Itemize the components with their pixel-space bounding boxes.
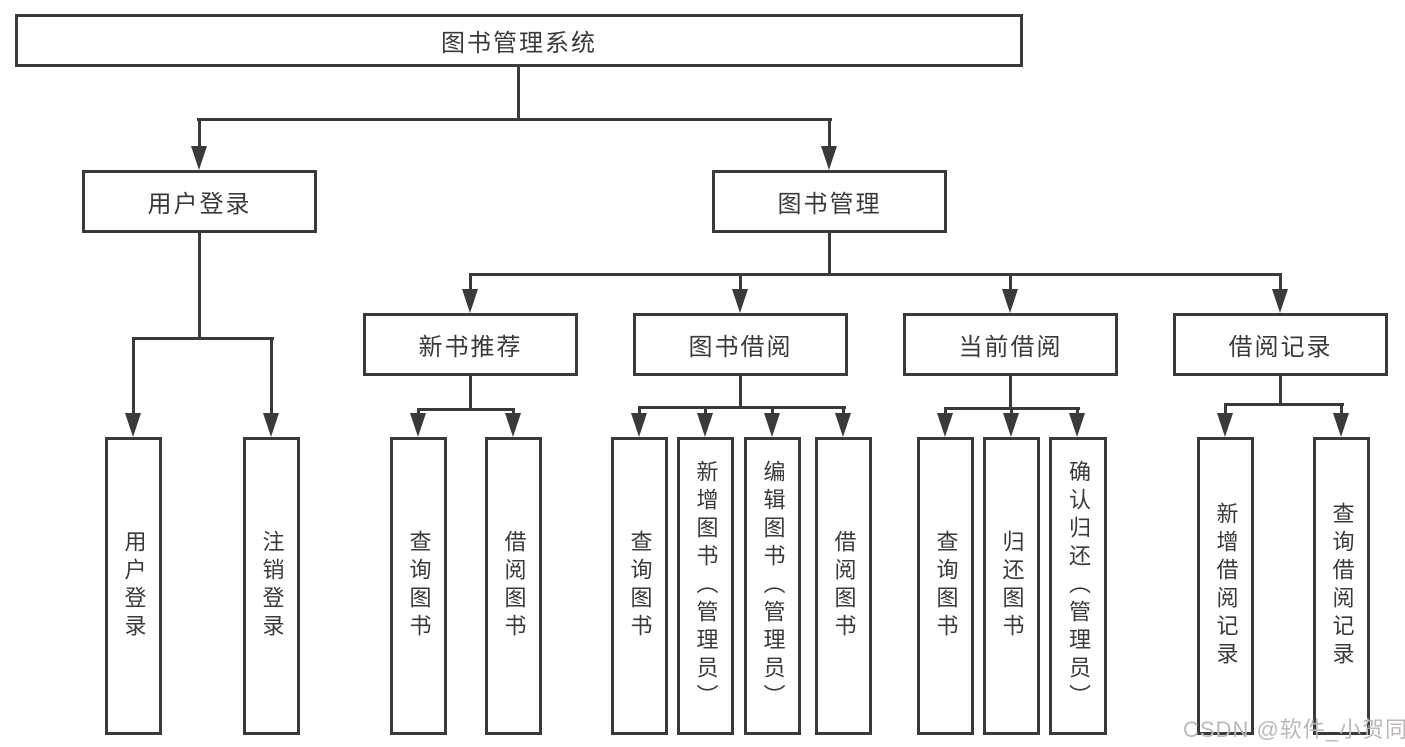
connector-line	[1010, 407, 1013, 415]
leaf-bb-add-books-admin: 新增图书（管理员）	[677, 437, 734, 735]
arrowhead-icon	[191, 146, 207, 170]
node-root: 图书管理系统	[15, 14, 1023, 67]
arrowhead-icon	[697, 413, 713, 437]
leaf-br-query-record: 查询借阅记录	[1313, 437, 1370, 735]
connector-line	[1009, 376, 1012, 410]
connector-line	[132, 337, 135, 415]
leaf-user-login: 用户登录	[105, 437, 162, 735]
connector-line	[828, 233, 831, 276]
connector-line	[739, 273, 742, 291]
arrowhead-icon	[631, 413, 647, 437]
arrowhead-icon	[505, 413, 521, 437]
connector-line	[1224, 403, 1227, 415]
arrowhead-icon	[1003, 413, 1019, 437]
connector-line	[417, 408, 515, 411]
connector-line	[197, 118, 832, 121]
connector-line	[842, 406, 845, 415]
connector-line	[417, 408, 420, 415]
node-current-borrowing: 当前借阅	[903, 313, 1118, 376]
leaf-bb-edit-books-admin: 编辑图书（管理员）	[744, 437, 801, 735]
connector-line	[1279, 273, 1282, 291]
leaf-nb-borrow-books: 借阅图书	[485, 437, 542, 735]
connector-line	[512, 408, 515, 415]
connector-line	[1279, 376, 1282, 406]
arrowhead-icon	[462, 289, 478, 313]
arrowhead-icon	[125, 413, 141, 437]
arrowhead-icon	[263, 413, 279, 437]
arrowhead-icon	[1002, 289, 1018, 313]
connector-line	[132, 337, 274, 340]
leaf-br-add-record: 新增借阅记录	[1197, 437, 1254, 735]
arrowhead-icon	[1333, 413, 1349, 437]
connector-line	[469, 273, 472, 291]
connector-line	[638, 406, 641, 415]
leaf-bb-borrow-books: 借阅图书	[815, 437, 872, 735]
leaf-logout: 注销登录	[243, 437, 300, 735]
connector-line	[469, 273, 1282, 276]
leaf-cb-query-books: 查询图书	[917, 437, 974, 735]
connector-line	[1076, 407, 1079, 415]
node-user-login: 用户登录	[82, 170, 317, 233]
arrowhead-icon	[410, 413, 426, 437]
arrowhead-icon	[732, 289, 748, 313]
node-book-management: 图书管理	[712, 170, 947, 233]
connector-line	[1224, 403, 1344, 406]
watermark: CSDN @软件_小贺同学	[1183, 717, 1405, 742]
connector-line	[704, 406, 707, 415]
arrowhead-icon	[835, 413, 851, 437]
connector-line	[739, 376, 742, 409]
arrowhead-icon	[821, 146, 837, 170]
leaf-bb-query-books: 查询图书	[611, 437, 668, 735]
connector-line	[517, 67, 520, 118]
node-borrowing-records: 借阅记录	[1173, 313, 1388, 376]
connector-line	[198, 118, 201, 148]
node-book-borrowing: 图书借阅	[633, 313, 848, 376]
connector-line	[771, 406, 774, 415]
connector-line	[198, 233, 201, 340]
arrowhead-icon	[937, 413, 953, 437]
connector-line	[469, 376, 472, 411]
arrowhead-icon	[1272, 289, 1288, 313]
connector-line	[1009, 273, 1012, 291]
node-new-book-recommendation: 新书推荐	[363, 313, 578, 376]
connector-line	[270, 337, 273, 415]
leaf-cb-return-books: 归还图书	[983, 437, 1040, 735]
connector-line	[828, 118, 831, 148]
leaf-nb-query-books: 查询图书	[390, 437, 447, 735]
connector-line	[638, 406, 846, 409]
connector-line	[1340, 403, 1343, 415]
arrowhead-icon	[764, 413, 780, 437]
connector-line	[944, 407, 947, 415]
arrowhead-icon	[1217, 413, 1233, 437]
leaf-cb-confirm-return-admin: 确认归还（管理员）	[1049, 437, 1107, 735]
arrowhead-icon	[1069, 413, 1085, 437]
